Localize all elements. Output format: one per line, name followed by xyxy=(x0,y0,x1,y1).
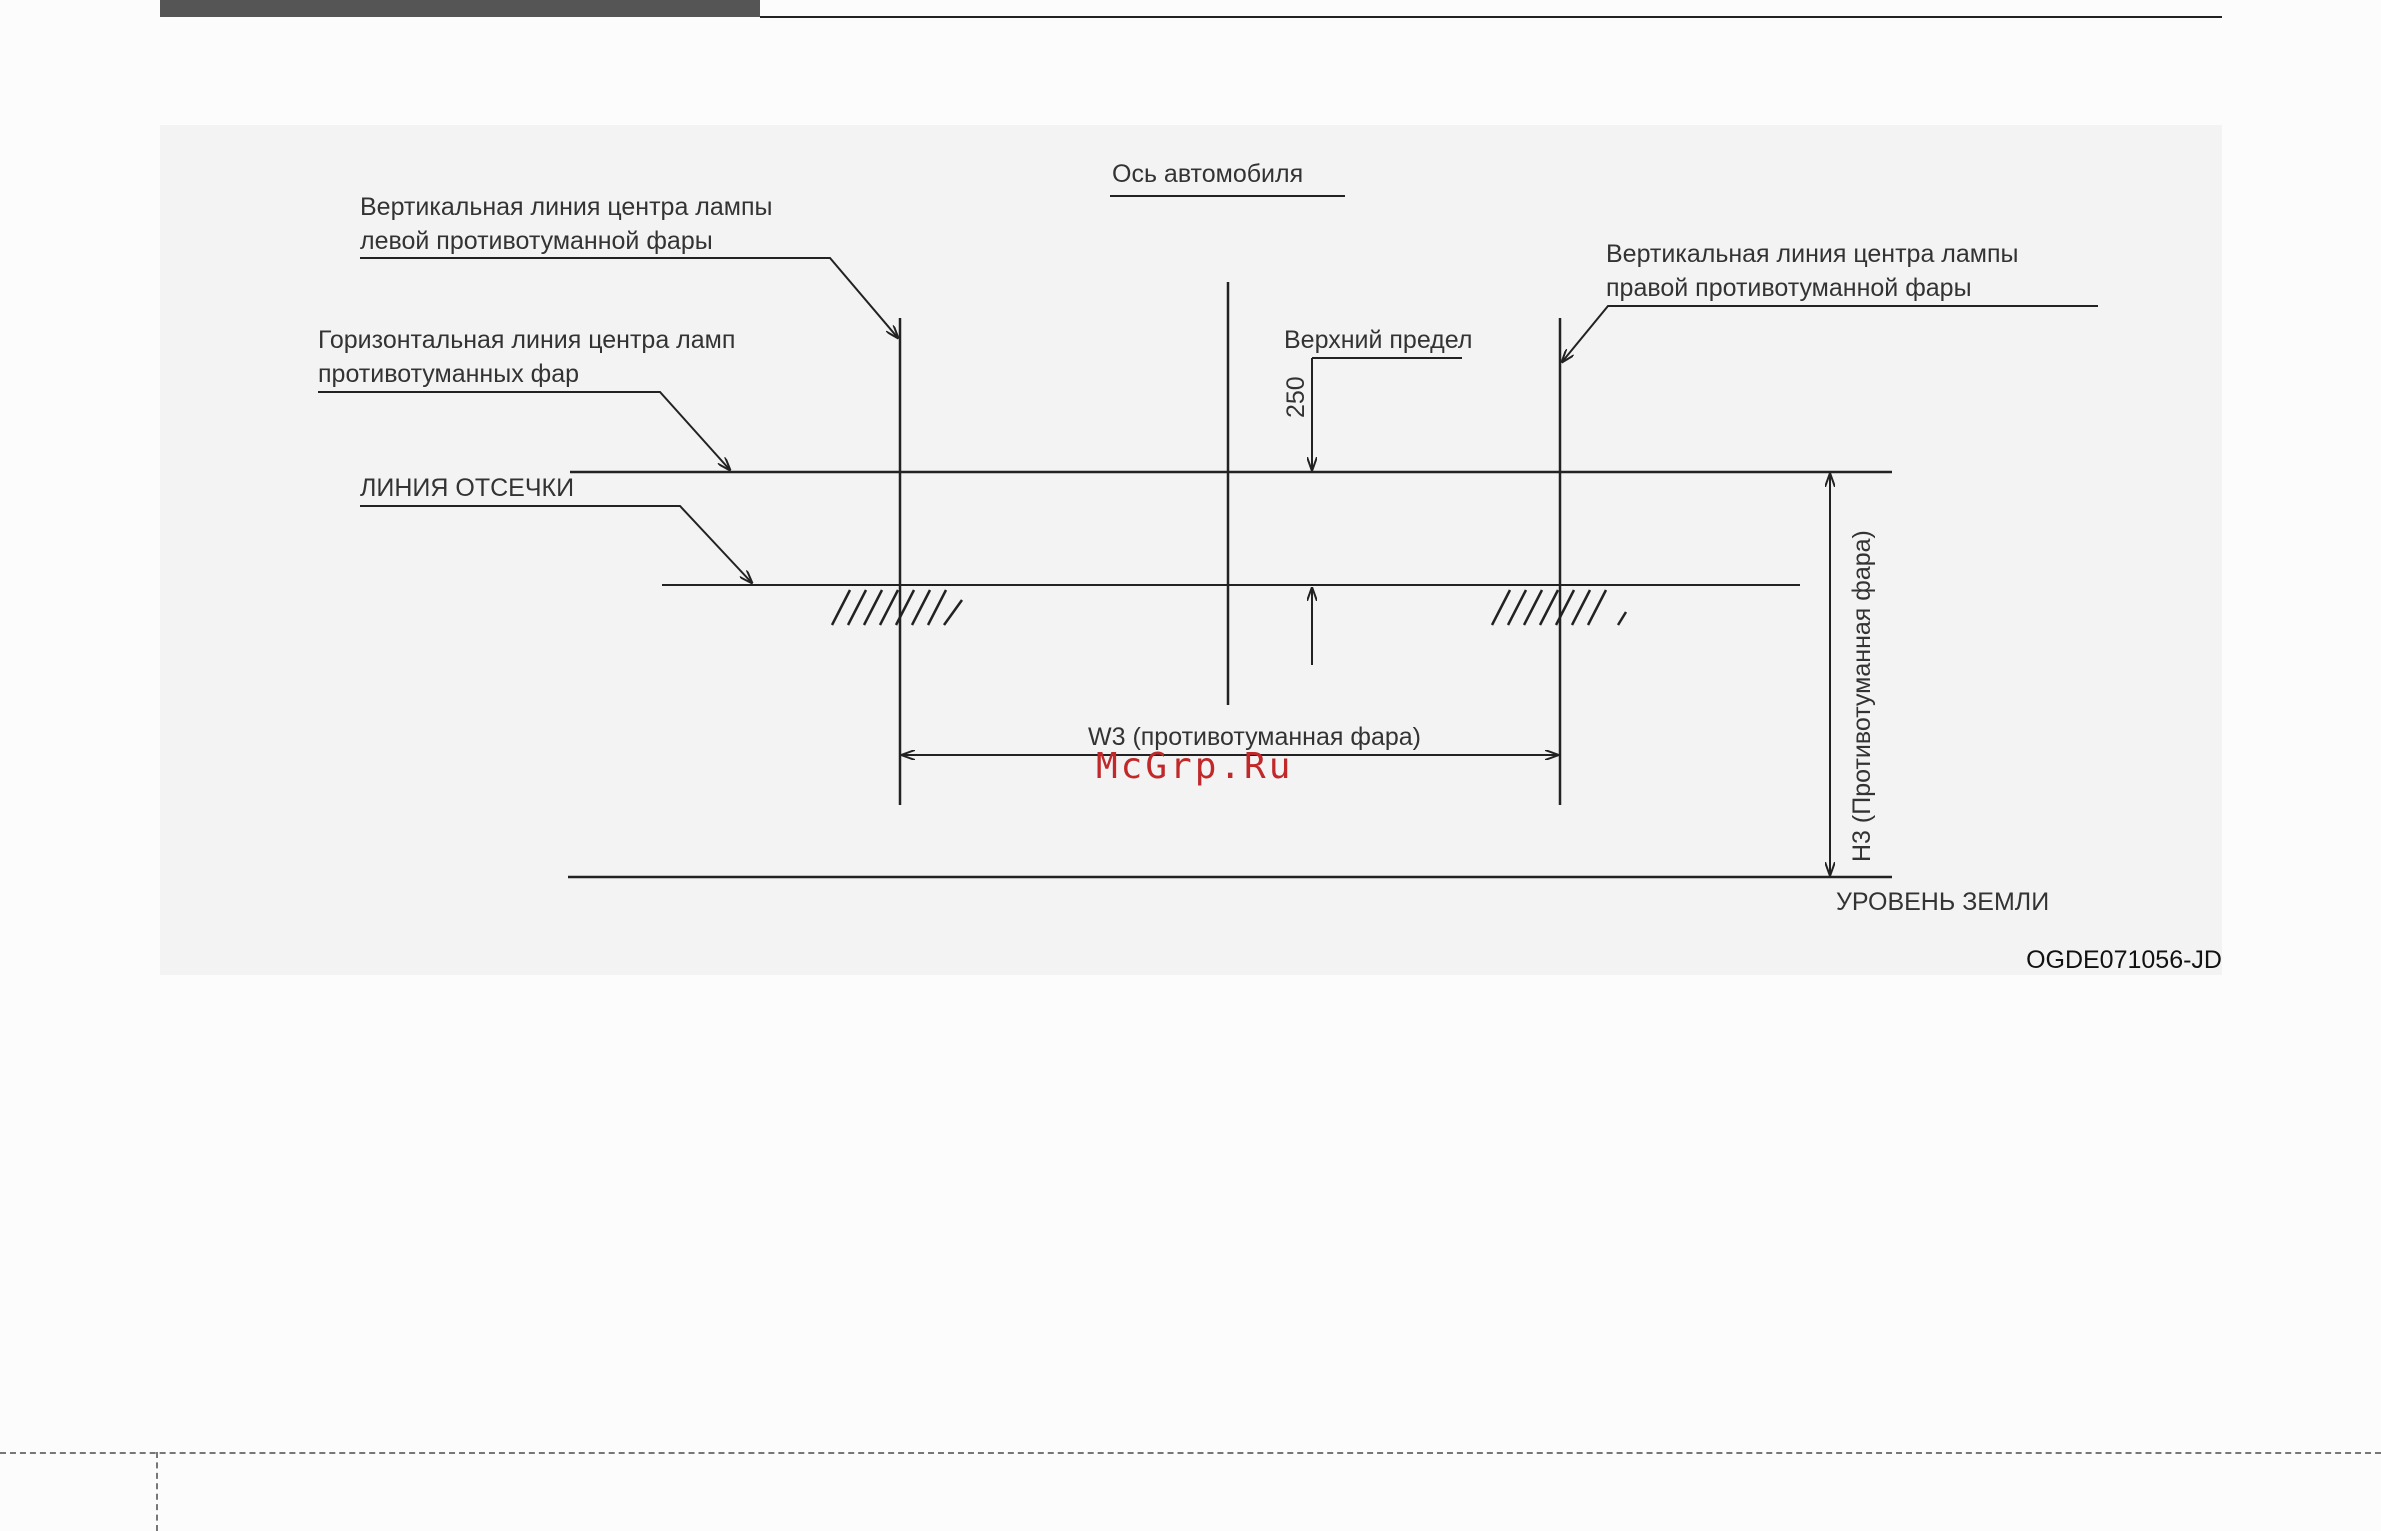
footer-dashed-rule xyxy=(0,1452,2381,1454)
watermark-text: McGrp.Ru xyxy=(1096,746,1293,787)
left-hatching xyxy=(830,589,964,626)
right-vertical-label-line2: правой противотуманной фары xyxy=(1606,274,1972,302)
right-vertical-leader xyxy=(1562,305,2098,362)
ground-level-label: УРОВЕНЬ ЗЕМЛИ xyxy=(1836,888,2049,916)
right-hatching xyxy=(1490,589,1628,626)
header-rule xyxy=(760,16,2222,18)
horizontal-line-label-line2: противотуманных фар xyxy=(318,360,579,388)
right-vertical-label-line1: Вертикальная линия центра лампы xyxy=(1606,240,2019,268)
w3-label: W3 (противотуманная фара) xyxy=(1088,723,1421,751)
header-dark-bar xyxy=(160,0,760,17)
cutoff-line-leader xyxy=(360,505,752,583)
vehicle-axis-label: Ось автомобиля xyxy=(1112,160,1303,188)
left-vertical-label-line1: Вертикальная линия центра лампы xyxy=(360,193,773,221)
h3-label: H3 (Противотуманная фара) xyxy=(1848,530,1876,862)
cutoff-line-label: ЛИНИЯ ОТСЕЧКИ xyxy=(360,474,574,502)
dimension-250-label: 250 xyxy=(1282,376,1310,418)
figure-code: OGDE071056-JD xyxy=(2026,946,2222,974)
left-vertical-label-line2: левой противотуманной фары xyxy=(360,227,713,255)
horizontal-line-label-line1: Горизонтальная линия центра ламп xyxy=(318,326,735,354)
figure-panel xyxy=(160,125,2222,975)
footer-dashed-divider xyxy=(156,1452,158,1531)
horizontal-line-leader xyxy=(318,391,730,470)
left-vertical-leader xyxy=(360,257,898,338)
upper-limit-label: Верхний предел xyxy=(1284,326,1472,354)
